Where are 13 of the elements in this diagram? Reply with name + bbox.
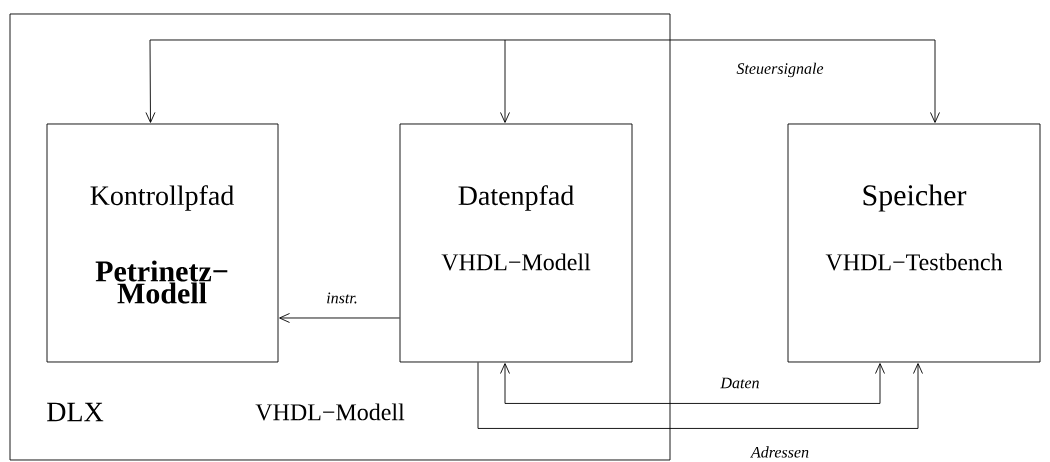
process-box: Kontrollpfad Petrinetz− Modell — [46, 123, 279, 363]
arrow — [500, 363, 885, 404]
edge-label: instr. — [325, 291, 359, 305]
edge-label: Daten — [719, 376, 761, 390]
arrow — [279, 313, 400, 323]
process-box: Speicher VHDL−Testbench — [787, 123, 1041, 363]
arrow — [145, 39, 156, 123]
edge-label: Steuersignale — [735, 61, 825, 79]
arrow — [500, 39, 510, 123]
process-box: Datenpfad VHDL−Modell — [399, 123, 633, 363]
edge-label: Adressen — [749, 445, 811, 459]
arrow — [477, 362, 923, 429]
arrow — [149, 39, 940, 123]
